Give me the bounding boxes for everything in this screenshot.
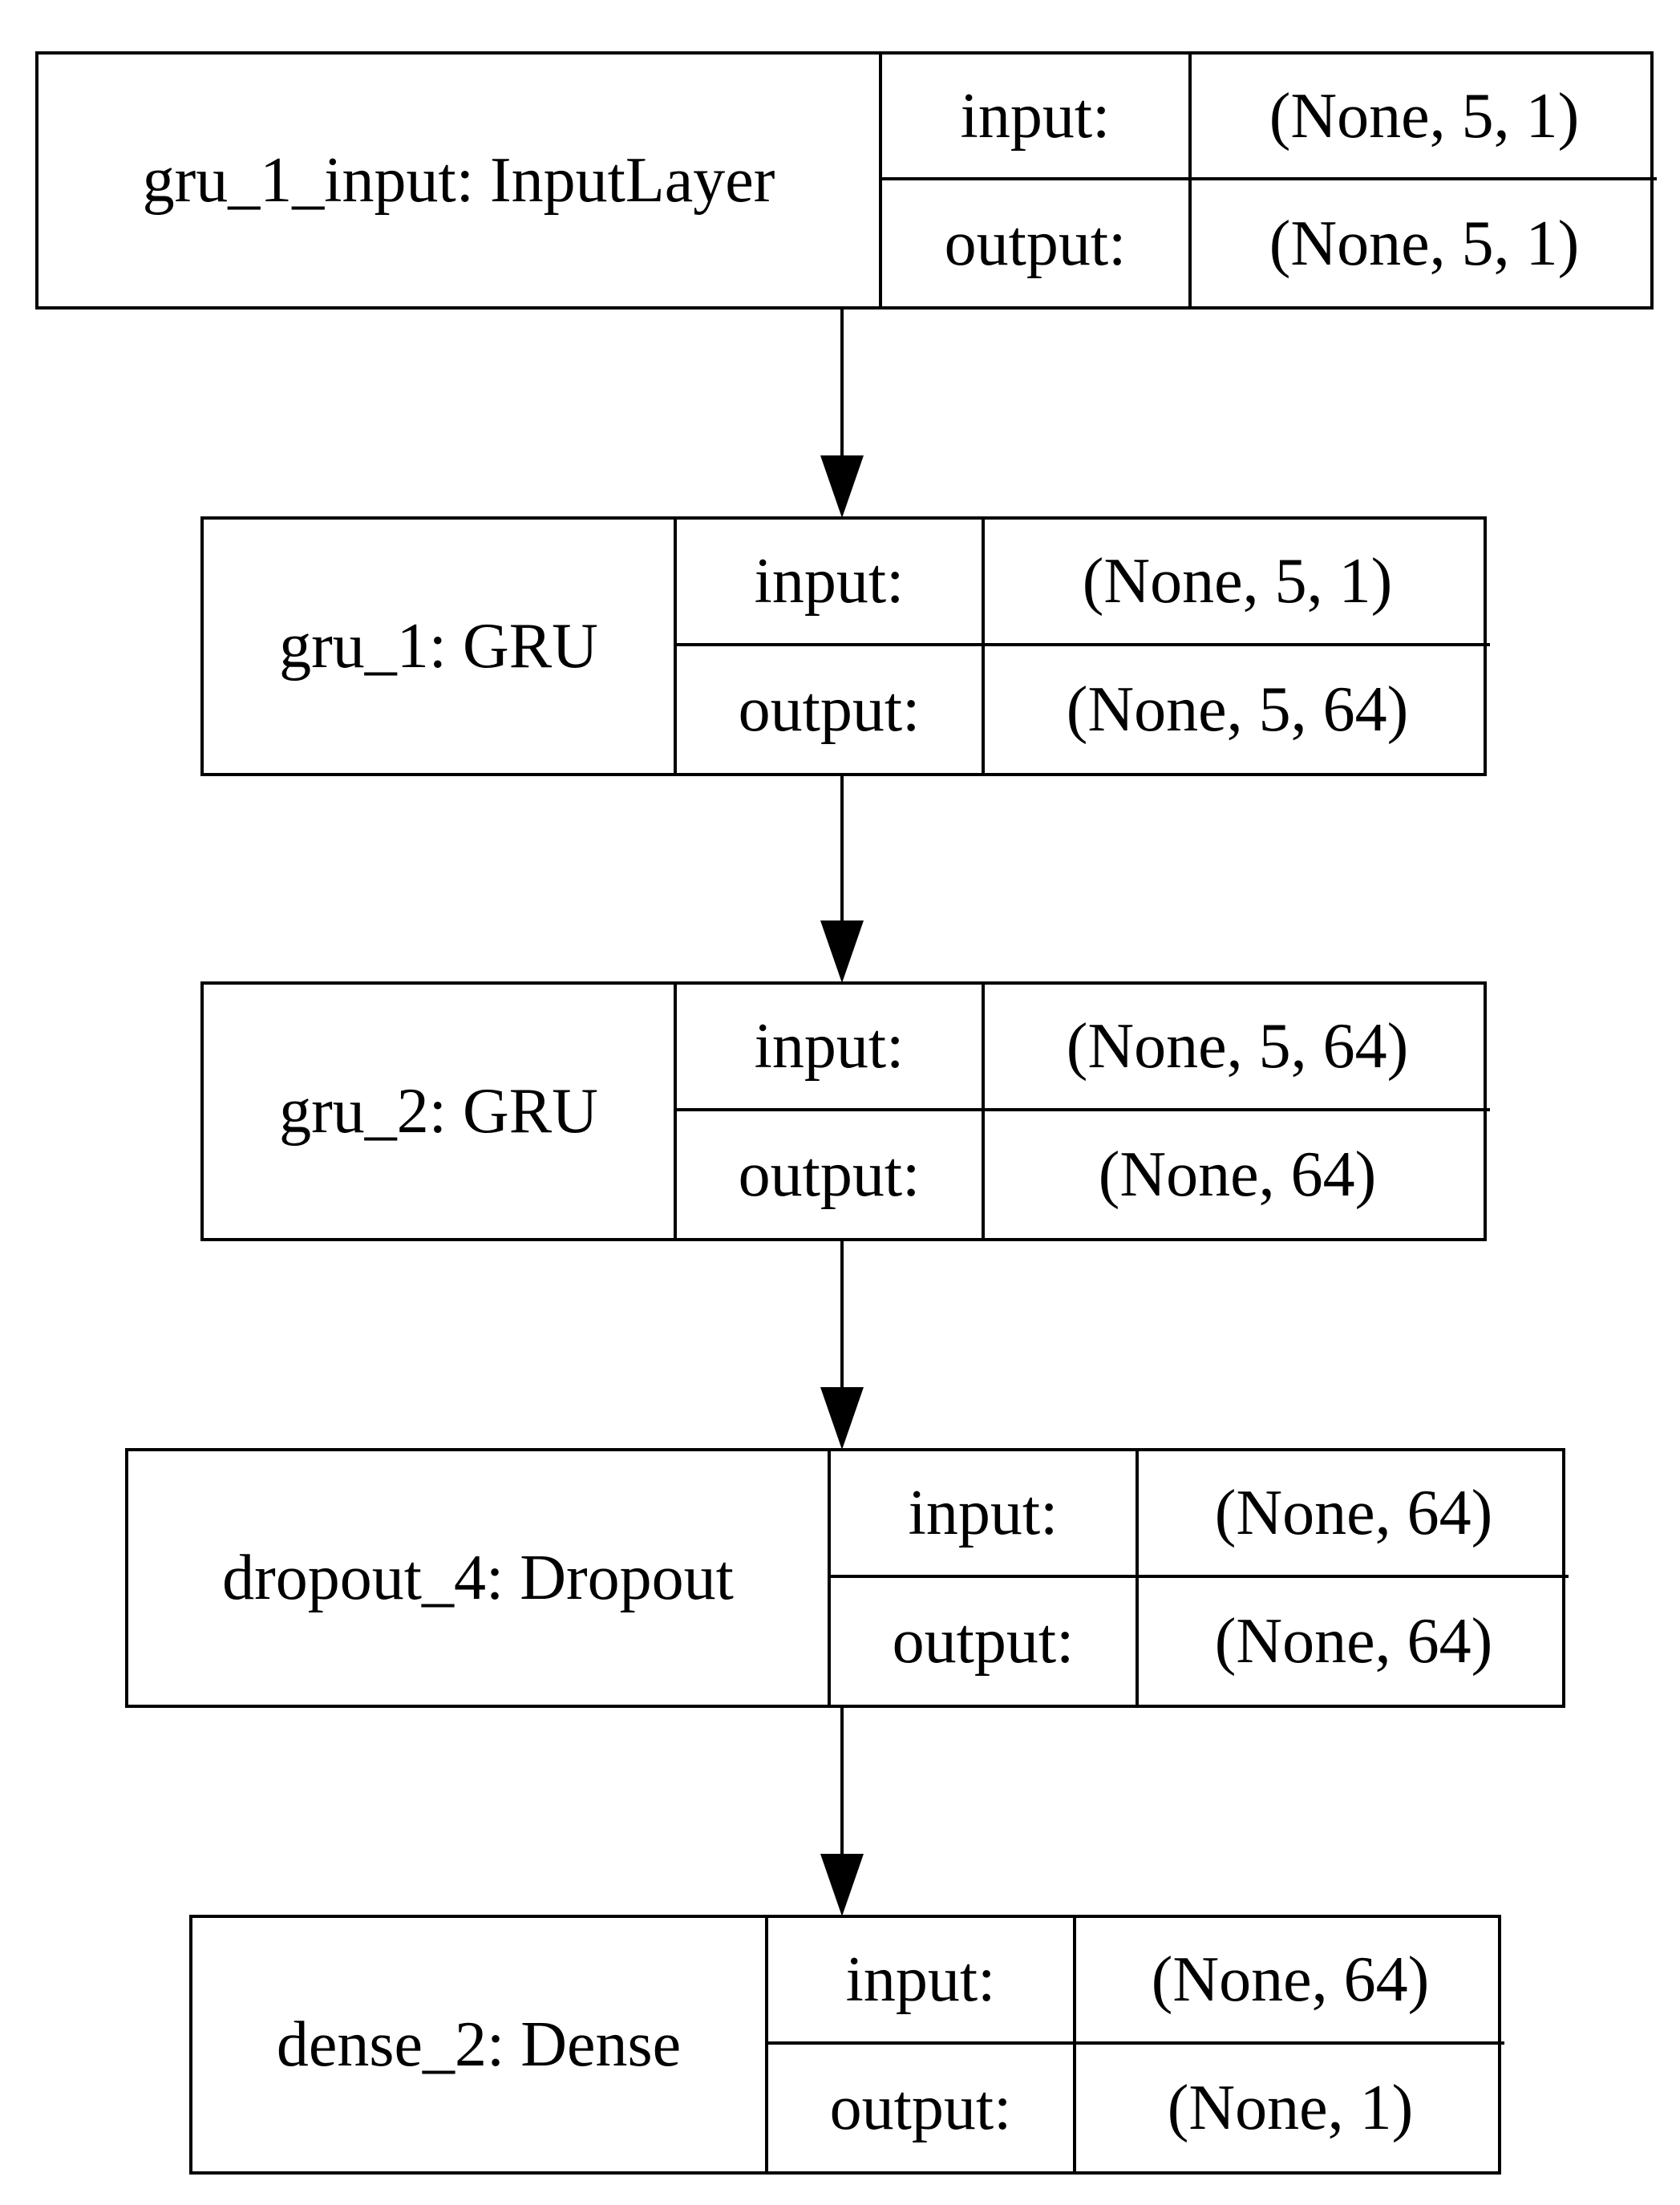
input-label: input:	[677, 520, 985, 646]
output-label: output:	[677, 646, 985, 773]
layer-node-gru-1-input: gru_1_input: InputLayer input: (None, 5,…	[35, 51, 1657, 310]
output-shape: (None, 5, 1)	[1269, 208, 1580, 279]
output-label: output:	[768, 2045, 1076, 2171]
layer-node-gru-1: gru_1: GRU input: (None, 5, 1) output: (…	[200, 516, 1490, 776]
input-label: input:	[677, 985, 985, 1111]
input-shape: (None, 64)	[1076, 1918, 1504, 2045]
input-shape: (None, 5, 64)	[985, 985, 1490, 1111]
edge-3-4	[820, 1706, 864, 1916]
layer-name: gru_1: GRU	[204, 520, 677, 773]
output-shape: (None, 64)	[1098, 1139, 1377, 1210]
layer-name: dense_2: Dense	[192, 1918, 768, 2171]
output-shape: (None, 1)	[1167, 2073, 1414, 2143]
layer-name: gru_2: GRU	[204, 985, 677, 1238]
input-label: input:	[768, 1918, 1076, 2045]
layer-name: dropout_4: Dropout	[128, 1451, 831, 1705]
output-label: output:	[677, 1111, 985, 1238]
output-label: output:	[882, 180, 1192, 306]
input-shape: (None, 64)	[1139, 1451, 1569, 1578]
output-shape: (None, 64)	[1214, 1606, 1493, 1677]
input-shape: (None, 5, 1)	[985, 520, 1490, 646]
input-shape: (None, 5, 1)	[1192, 55, 1657, 180]
layer-node-dense-2: dense_2: Dense input: (None, 64) output:…	[189, 1915, 1504, 2175]
edge-2-3	[820, 1240, 864, 1450]
layer-node-gru-2: gru_2: GRU input: (None, 5, 64) output: …	[200, 981, 1490, 1241]
input-label: input:	[831, 1451, 1139, 1578]
layer-name: gru_1_input: InputLayer	[38, 55, 882, 306]
edge-0-1	[820, 308, 864, 518]
output-label: output:	[831, 1578, 1139, 1705]
output-shape: (None, 5, 64)	[1066, 674, 1409, 745]
edge-1-2	[820, 775, 864, 983]
input-label: input:	[882, 55, 1192, 180]
layer-node-dropout-4: dropout_4: Dropout input: (None, 64) out…	[125, 1448, 1569, 1708]
